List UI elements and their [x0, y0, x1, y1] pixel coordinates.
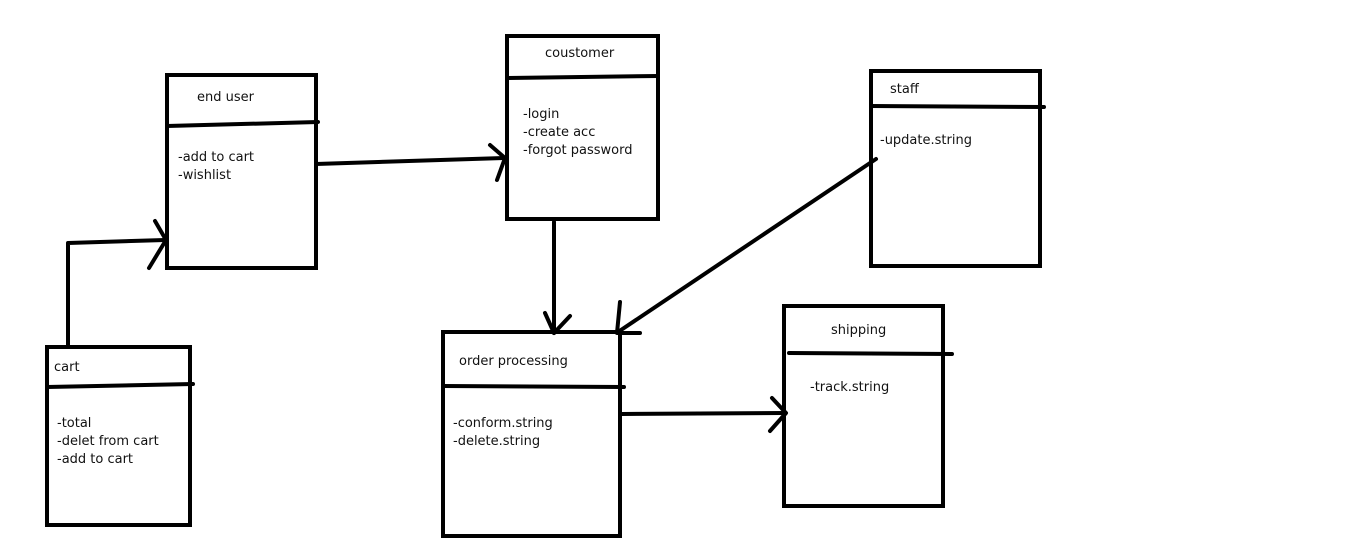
arrow-staff-to-order-processing-head	[615, 300, 642, 335]
arrow-customer-to-order-processing	[543, 220, 572, 335]
arrow-end-user-to-customer-head	[488, 143, 507, 182]
order-processing-divider	[441, 384, 626, 389]
customer-attribute-forgot-password: -forgot password	[523, 143, 633, 158]
arrow-order-processing-to-shipping-line	[620, 411, 787, 416]
customer-attribute-login: -login	[523, 107, 560, 122]
boxes-layer	[45, 34, 1046, 538]
customer-box-outline	[505, 34, 660, 221]
order-processing-box	[441, 330, 626, 538]
staff-box-outline	[869, 69, 1042, 268]
customer-attribute-create-acc: -create acc	[523, 125, 596, 140]
customer-divider	[505, 74, 660, 80]
cart-box-outline	[45, 345, 192, 527]
order-processing-box-outline	[441, 330, 622, 538]
end-user-box-outline	[165, 73, 318, 270]
cart-attribute-add-to-cart: -add to cart	[57, 452, 134, 467]
cart-title: cart	[54, 360, 80, 375]
arrow-staff-to-order-processing-line	[616, 157, 878, 334]
staff-title: staff	[890, 82, 919, 97]
shipping-box-outline	[782, 304, 945, 508]
staff-divider	[869, 104, 1046, 109]
shipping-divider	[787, 351, 954, 356]
shipping-box	[782, 304, 954, 508]
staff-attribute-update-string: -update.string	[880, 133, 972, 148]
cart-attribute-total: -total	[57, 416, 92, 431]
arrow-end-user-to-customer-line	[314, 156, 506, 166]
end-user-title: end user	[197, 90, 254, 105]
shipping-title: shipping	[831, 323, 887, 338]
arrow-order-processing-to-shipping-head	[768, 396, 788, 433]
cart-attribute-delet-from-cart: -delet from cart	[57, 434, 159, 449]
staff-box	[869, 69, 1046, 268]
arrow-cart-to-end-user	[66, 219, 168, 347]
end-user-attribute-wishlist: -wishlist	[178, 168, 232, 183]
cart-divider	[45, 382, 195, 389]
end-user-attribute-add-to-cart: -add to cart	[178, 150, 255, 165]
order-processing-title: order processing	[459, 354, 568, 369]
end-user-box	[165, 73, 320, 270]
shipping-attribute-track-string: -track.string	[810, 380, 890, 395]
order-processing-attribute-conform-string: -conform.string	[453, 416, 553, 431]
arrow-end-user-to-customer	[314, 143, 507, 182]
cart-box	[45, 345, 195, 527]
end-user-divider	[165, 120, 320, 128]
order-processing-attribute-delete-string: -delete.string	[453, 434, 541, 449]
arrow-customer-to-order-processing-head	[543, 311, 572, 335]
customer-title: coustomer	[545, 46, 615, 61]
customer-box	[505, 34, 660, 221]
arrow-order-processing-to-shipping	[620, 396, 788, 433]
arrow-staff-to-order-processing	[615, 157, 878, 335]
arrow-cart-to-end-user-head	[147, 219, 168, 270]
arrow-cart-to-end-user-line	[66, 238, 167, 347]
connectors-layer	[66, 143, 878, 433]
